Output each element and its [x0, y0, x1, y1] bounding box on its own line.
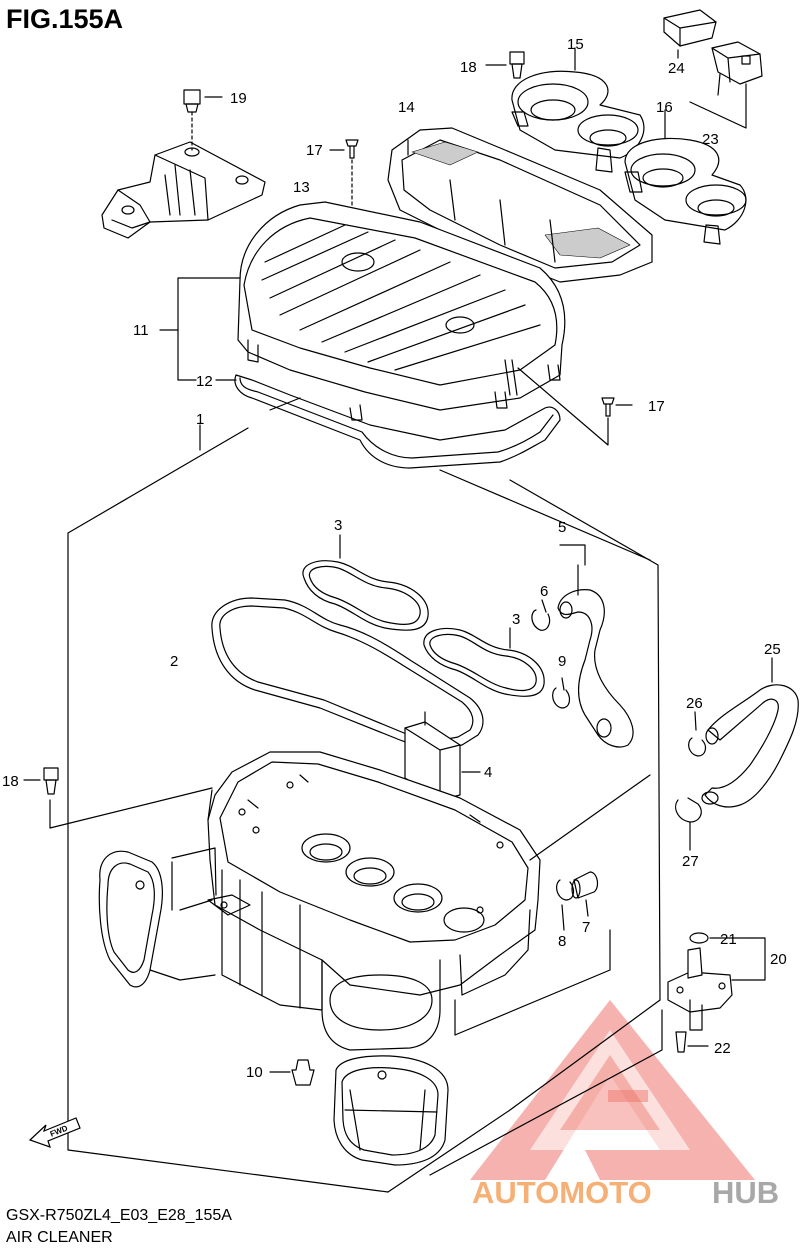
figure-title: FIG.155A — [6, 4, 124, 34]
part-11-top-cover — [237, 201, 566, 421]
assembly-frame — [67, 424, 661, 1193]
part-6-clamp — [531, 599, 551, 631]
callout-14: 14 — [398, 99, 415, 116]
part-13-cover — [101, 141, 266, 239]
callout-3-lower: 3 — [512, 611, 520, 628]
callout-7: 7 — [582, 919, 590, 936]
part-3-seal-upper — [302, 534, 429, 631]
callout-20: 20 — [770, 951, 787, 968]
watermark-text-a: AUTOMOTO — [472, 1175, 652, 1210]
callout-18-top: 18 — [460, 59, 477, 76]
part-19-bolt — [183, 89, 223, 151]
part-18-bolt-top — [485, 51, 525, 79]
part-16-funnel-set — [624, 109, 747, 245]
forward-arrow-icon: FWD — [28, 1117, 81, 1148]
callout-23: 23 — [702, 131, 719, 148]
part-18-bolt-left — [23, 767, 213, 829]
callout-17-top: 17 — [306, 142, 323, 159]
callout-9: 9 — [558, 653, 566, 670]
callout-25: 25 — [764, 641, 781, 658]
callout-17-right: 17 — [648, 398, 665, 415]
callout-3-upper: 3 — [334, 517, 342, 534]
part-20-sensor — [667, 937, 766, 1031]
watermark-logo — [470, 1000, 755, 1180]
part-22-screw — [429, 1009, 709, 1176]
part-26-clamp — [688, 711, 707, 757]
part-23-sensor-connector — [689, 41, 763, 129]
callout-13: 13 — [293, 179, 310, 196]
part-5-hose — [557, 544, 634, 748]
callout-19: 19 — [230, 90, 247, 107]
callout-6: 6 — [540, 583, 548, 600]
figure-name: AIR CLEANER — [6, 1229, 113, 1246]
callout-26: 26 — [686, 695, 703, 712]
part-24-connector — [663, 9, 717, 59]
watermark-text: AUTOMOTO HUB — [472, 1175, 779, 1210]
callout-1: 1 — [196, 411, 204, 428]
callout-5: 5 — [558, 519, 566, 536]
callout-27: 27 — [682, 853, 699, 870]
callout-labels: 1 2 3 3 4 5 6 7 8 9 10 11 12 13 14 15 16… — [2, 36, 787, 1081]
part-21-oring — [689, 932, 753, 944]
lower-funnel-duct — [333, 1055, 449, 1166]
part-7-cap — [571, 871, 599, 917]
part-25-hose — [701, 657, 799, 808]
part-2-gasket — [211, 597, 484, 749]
callout-15: 15 — [567, 36, 584, 53]
callout-12: 12 — [196, 373, 213, 390]
callout-4: 4 — [484, 764, 492, 781]
figure-code: GSX-R750ZL4_E03_E28_155A — [6, 1207, 232, 1224]
callout-18-left: 18 — [2, 773, 19, 790]
air-cleaner-case — [207, 751, 541, 1011]
callout-24: 24 — [668, 60, 685, 77]
part-3-seal-lower — [423, 627, 545, 697]
leader-11-12 — [159, 277, 301, 411]
part-27-clamp — [675, 797, 702, 851]
intake-duct-lower — [321, 959, 441, 1051]
part-9-clamp — [552, 677, 571, 709]
part-12-seal — [234, 374, 561, 469]
part-15-funnel-set — [511, 47, 645, 173]
callout-10: 10 — [246, 1064, 263, 1081]
watermark-text-b: HUB — [712, 1175, 779, 1210]
callout-22: 22 — [714, 1040, 731, 1057]
callout-16: 16 — [656, 99, 673, 116]
callout-8: 8 — [558, 933, 566, 950]
part-17-screw-right — [517, 367, 633, 446]
part-8-clamp — [556, 879, 575, 931]
part-10-clip — [269, 1059, 315, 1086]
frame-details — [171, 469, 651, 1036]
callout-21: 21 — [720, 931, 737, 948]
intake-duct-left — [98, 847, 217, 988]
part-14-intake-plate — [387, 127, 653, 283]
callout-11: 11 — [133, 322, 149, 339]
callout-2: 2 — [170, 653, 178, 670]
